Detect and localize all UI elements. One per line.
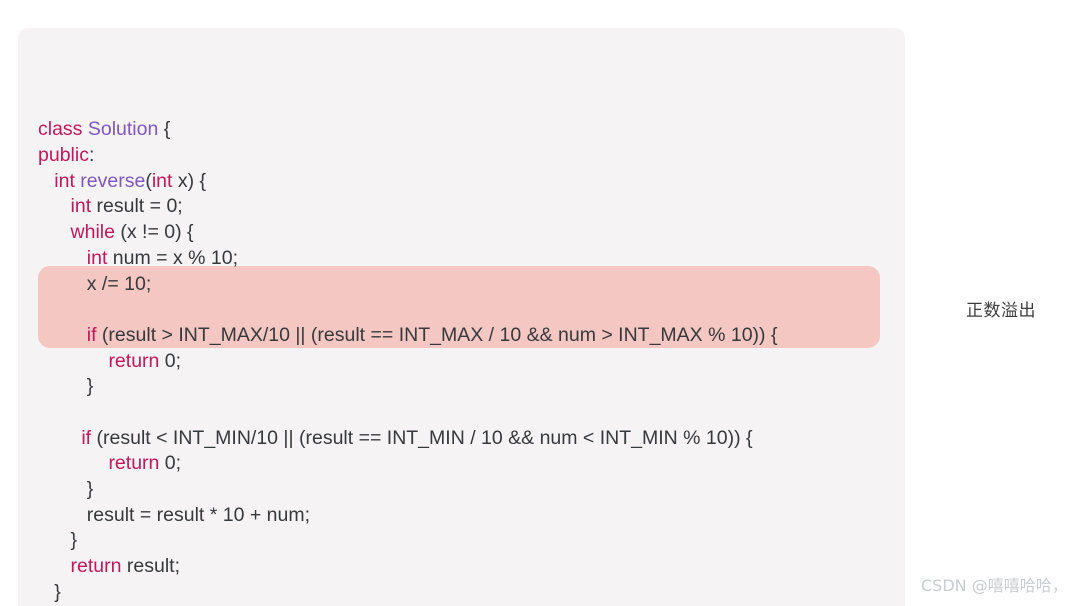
code-token: } bbox=[38, 375, 94, 398]
code-token: return bbox=[108, 452, 160, 475]
line-x-divide: x /= 10; bbox=[18, 272, 905, 298]
code-token: : bbox=[88, 144, 95, 167]
code-token: int bbox=[86, 246, 108, 269]
code-token bbox=[38, 555, 71, 577]
code-token: { bbox=[158, 118, 171, 141]
code-token: int bbox=[54, 169, 75, 192]
csdn-watermark: CSDN @嘻嘻哈哈， bbox=[921, 576, 1068, 595]
line-public: public: bbox=[18, 143, 905, 169]
code-token bbox=[38, 221, 71, 243]
line-num-assign: int num = x % 10; bbox=[18, 246, 905, 272]
code-token: ( bbox=[145, 169, 152, 192]
code-token: 0; bbox=[159, 349, 182, 372]
code-token: Solution bbox=[87, 118, 159, 141]
line-result-init: int result = 0; bbox=[18, 194, 905, 220]
line-return-zero-min: return 0; bbox=[18, 451, 905, 477]
annotation-positive-overflow: 正数溢出 bbox=[966, 301, 1036, 321]
code-token: num = x % 10; bbox=[107, 246, 238, 269]
line-return-zero-max: return 0; bbox=[18, 349, 905, 375]
code-lines-container: class Solution {public: int reverse(int … bbox=[18, 117, 905, 606]
line-result-update: result = result * 10 + num; bbox=[18, 503, 905, 529]
code-token: reverse bbox=[80, 169, 146, 192]
code-block: class Solution {public: int reverse(int … bbox=[18, 28, 905, 606]
code-token bbox=[38, 324, 87, 346]
line-return-result: return result; bbox=[18, 554, 905, 580]
code-token: int bbox=[70, 195, 92, 218]
code-token: if bbox=[86, 323, 97, 346]
code-token bbox=[38, 195, 71, 217]
code-token: } bbox=[38, 529, 78, 552]
code-token: (result > INT_MAX/10 || (result == INT_M… bbox=[96, 323, 778, 346]
code-token: (x != 0) { bbox=[114, 221, 194, 244]
code-token bbox=[38, 401, 43, 423]
line-while: while (x != 0) { bbox=[18, 220, 905, 246]
code-token bbox=[38, 298, 43, 320]
line-if-min: if (result < INT_MIN/10 || (result == IN… bbox=[18, 426, 905, 452]
code-token: if bbox=[81, 426, 92, 449]
code-token: while bbox=[70, 221, 115, 244]
line-gap-1 bbox=[18, 297, 905, 323]
code-token bbox=[38, 170, 54, 192]
code-token: result; bbox=[121, 555, 180, 578]
line-reverse-sig: int reverse(int x) { bbox=[18, 169, 905, 195]
line-close-if-min: } bbox=[18, 477, 905, 503]
code-token bbox=[38, 350, 108, 372]
line-gap-2 bbox=[18, 400, 905, 426]
line-close-while: } bbox=[18, 528, 905, 554]
code-token bbox=[38, 452, 108, 474]
code-token: public bbox=[38, 144, 89, 167]
overflow-highlight-box bbox=[38, 266, 880, 348]
code-token: (result < INT_MIN/10 || (result == INT_M… bbox=[91, 426, 753, 449]
code-token: class bbox=[38, 118, 83, 141]
line-close-method: } bbox=[18, 580, 905, 606]
line-if-max: if (result > INT_MAX/10 || (result == IN… bbox=[18, 323, 905, 349]
code-token bbox=[38, 427, 81, 449]
line-class-solution: class Solution { bbox=[18, 117, 905, 143]
code-token: return bbox=[70, 555, 122, 578]
line-close-if-max: } bbox=[18, 374, 905, 400]
code-token: result = result * 10 + num; bbox=[38, 503, 311, 526]
code-panel: class Solution {public: int reverse(int … bbox=[18, 28, 905, 606]
code-token: int bbox=[151, 169, 173, 192]
code-token: } bbox=[38, 580, 61, 603]
code-token bbox=[38, 247, 87, 269]
code-token: result = 0; bbox=[91, 195, 183, 218]
code-token: return bbox=[108, 349, 160, 372]
code-token: } bbox=[38, 478, 94, 501]
code-token: x /= 10; bbox=[38, 272, 152, 295]
code-token: 0; bbox=[159, 452, 182, 475]
code-token: x) { bbox=[172, 169, 207, 192]
